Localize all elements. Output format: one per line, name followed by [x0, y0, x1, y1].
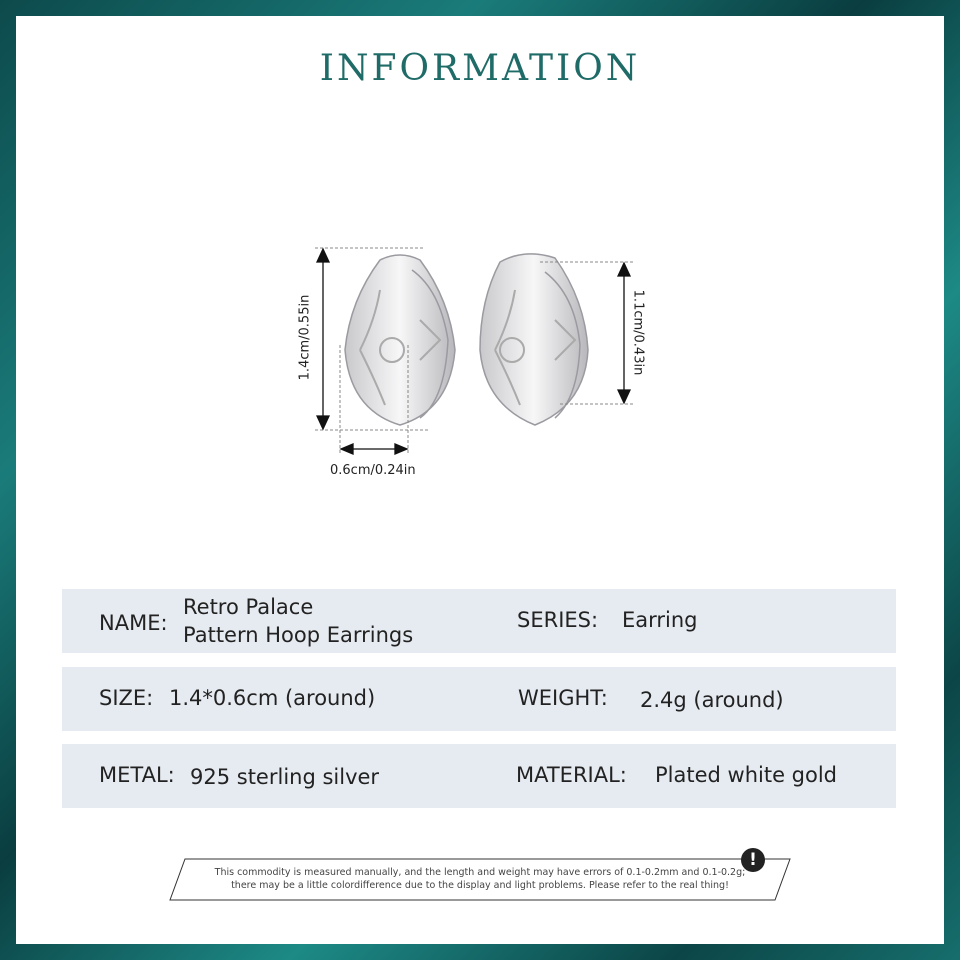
- metal-label: METAL:: [99, 763, 175, 787]
- series-value: Earring: [622, 608, 698, 632]
- material-label: MATERIAL:: [516, 763, 627, 787]
- name-label: NAME:: [99, 611, 168, 635]
- page-title: INFORMATION: [319, 48, 641, 89]
- size-label: SIZE:: [99, 686, 154, 710]
- width-label: 0.6cm/0.24in: [330, 463, 416, 478]
- weight-label: WEIGHT:: [518, 686, 608, 710]
- weight-value: 2.4g (around): [640, 688, 784, 712]
- info-row-metal: METAL: 925 sterling silver MATERIAL: Pla…: [62, 744, 896, 808]
- name-value-line1: Retro Palace: [183, 595, 314, 619]
- name-value-line2: Pattern Hoop Earrings: [183, 623, 414, 647]
- info-row-name: NAME: Retro Palace Pattern Hoop Earrings…: [62, 589, 896, 653]
- material-value: Plated white gold: [655, 763, 838, 787]
- size-value: 1.4*0.6cm (around): [169, 686, 376, 710]
- series-label: SERIES:: [517, 608, 599, 632]
- info-row-size: SIZE: 1.4*0.6cm (around) WEIGHT: 2.4g (a…: [62, 667, 896, 731]
- note-line2: there may be a little colordifference du…: [231, 880, 729, 891]
- note-line1: This commodity is measured manually, and…: [214, 867, 746, 878]
- exclamation-icon: !: [741, 848, 765, 872]
- disclaimer-note: This commodity is measured manually, and…: [170, 866, 790, 892]
- metal-value: 925 sterling silver: [190, 765, 380, 789]
